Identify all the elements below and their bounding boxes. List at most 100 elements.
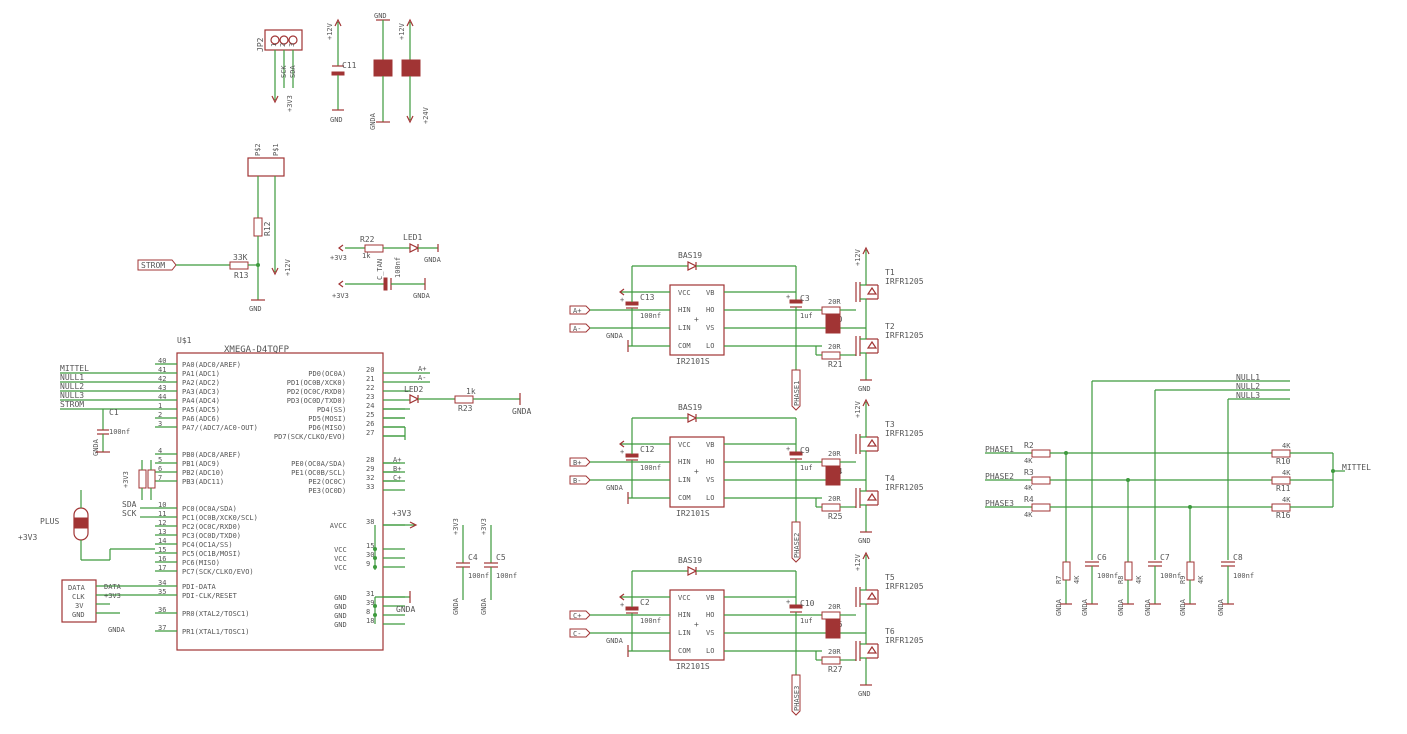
phase-flag (791, 369, 801, 411)
r22-val: 1k (362, 252, 371, 260)
input-minus-label: B- (573, 477, 581, 485)
pin-lin: LIN (678, 324, 691, 332)
prog-3v: 3V (75, 602, 84, 610)
mcu-pin-num: 27 (366, 429, 374, 437)
input-minus-flag (569, 323, 591, 333)
mcu-pin-num: 10 (158, 501, 166, 509)
phase-input-label: PHASE2 (985, 472, 1014, 481)
pad-24v-label: +24V (422, 106, 430, 124)
mcu-pin-num: 34 (158, 579, 166, 587)
ctan-gnda: GNDA (413, 292, 431, 300)
mcu-pin-name: PC6(MISO) (182, 559, 220, 567)
chip-plus: + (694, 315, 699, 324)
boot-cap-ref: C12 (640, 445, 655, 454)
r13-val: 33K (233, 253, 248, 262)
sense-cap-gnda: GNDA (1217, 598, 1225, 616)
jp2-net-sda: SDA (289, 65, 297, 78)
pin-ho: HO (706, 611, 714, 619)
phase-label: PHASE3 (793, 686, 801, 711)
led1-section: R22 1k LED1 +3V3 GNDA C_TAN 100nf +3V3 G… (330, 233, 442, 300)
input-minus-label: A- (573, 325, 581, 333)
boot-cap-ref: C2 (640, 598, 650, 607)
jp2-pin-3: 3 (288, 43, 296, 47)
pin-lin: LIN (678, 629, 691, 637)
sense-res-gnd (1062, 561, 1071, 581)
mosfet-part: IRFR1205 (885, 429, 924, 438)
mcu-pin-name: PD7(SCK/CLKO/EVO) (274, 433, 346, 441)
input-plus-label: A+ (573, 307, 581, 315)
mcu-pin-num: 29 (366, 465, 374, 473)
rmid-ref: R16 (1276, 511, 1291, 520)
rlo-ref: R25 (828, 512, 843, 521)
mcu-right-nets: A+ A- LED2 1k R23 GNDA A+ B+ C+ +3V3 (373, 365, 531, 624)
mcu-pin-name: PA4(ADC4) (182, 397, 220, 405)
mosfet-part: IRFR1205 (885, 331, 924, 340)
input-plus-label: C+ (573, 612, 581, 620)
mosfet-ref: T2 (885, 322, 895, 331)
pin-vs: VS (706, 629, 714, 637)
prog-data: DATA (68, 584, 86, 592)
mosfet-body-diode (866, 492, 878, 501)
pin-hin: HIN (678, 611, 691, 619)
net-mittel-left: MITTEL (60, 364, 89, 373)
shunt-gnd: GND (249, 305, 262, 313)
boot-cap-val: 100nf (640, 312, 661, 320)
mcu-pin-name: GND (334, 603, 347, 611)
mcu-pin-name: PA7/(ADC7/AC0-OUT) (182, 424, 258, 432)
boot-cap-val: 100nf (640, 464, 661, 472)
mcu-pin-name: PC3(OC0D/TXD0) (182, 532, 241, 540)
sense-res-in (1031, 476, 1051, 485)
com-gnda: GNDA (606, 637, 624, 645)
sense-res-gnd (1124, 561, 1133, 581)
mcu-pin-name: PDI-CLK/RESET (182, 592, 238, 600)
mosfet-gnd: GND (858, 690, 871, 698)
mcu-pin-num: 12 (158, 519, 166, 527)
vs-cap (789, 451, 803, 456)
mosfet-body-diode (866, 645, 878, 654)
pin-hin: HIN (678, 458, 691, 466)
input-plus-flag (569, 610, 591, 620)
net-c-plus-pe: C+ (393, 474, 401, 482)
mcu-pin-num: 23 (366, 393, 374, 401)
mcu-pin-name: PR0(XTAL2/TOSC1) (182, 610, 249, 618)
mcu-pin-num: 21 (366, 375, 374, 383)
mcu-ref: U$1 (177, 336, 192, 345)
sense-cap-ref: C7 (1160, 553, 1170, 562)
pin-vcc: VCC (678, 289, 691, 297)
net-a-plus-pe: A+ (393, 456, 401, 464)
mcu-pin-name: PB0(ADC8/AREF) (182, 451, 241, 459)
mcu-pin-name: VCC (334, 546, 347, 554)
driver-chip (669, 436, 725, 508)
shunt-12v: +12V (284, 258, 292, 276)
chip-name: IR2101S (676, 509, 710, 518)
mcu-pin-num: 33 (366, 483, 374, 491)
mcu-pin-name: VCC (334, 564, 347, 572)
vs-cap-plus: + (786, 293, 790, 301)
mcu-left-nets: MITTEL NULL1 NULL2 NULL3 STROM C1 100nf … (18, 364, 156, 634)
mcu-pin-name: PE2(OC0C) (308, 478, 346, 486)
rlo-val: 20R (828, 648, 841, 656)
sense-res-mid (1271, 503, 1291, 512)
pin-hin: HIN (678, 306, 691, 314)
jp2-pin-2: 2 (279, 43, 287, 47)
mcu-pin-num: 2 (158, 411, 162, 419)
mcu-pin-num: 38 (366, 518, 374, 526)
mcu-pin-num: 9 (366, 560, 370, 568)
bootstrap-diode (687, 413, 698, 423)
r23-val: 1k (466, 387, 476, 396)
sense-cap-gnda: GNDA (1081, 598, 1089, 616)
mcu-pin-name: PD2(OC0C/RXD0) (287, 388, 346, 396)
c4-ref: C4 (468, 553, 478, 562)
rlo-val: 20R (828, 495, 841, 503)
boot-cap-plus: + (620, 601, 624, 609)
com-gnda: GNDA (606, 332, 624, 340)
mcu-pin-num: 15 (158, 546, 166, 554)
mcu-pin-name: PE3(OC0D) (308, 487, 346, 495)
chip-name: IR2101S (676, 662, 710, 671)
pin-vcc: VCC (678, 441, 691, 449)
diode-ref: BAS19 (678, 251, 702, 260)
phase-flag (791, 674, 801, 716)
vs-cap-ref: C10 (800, 599, 815, 608)
vs-cap-val: 1uf (800, 617, 813, 625)
